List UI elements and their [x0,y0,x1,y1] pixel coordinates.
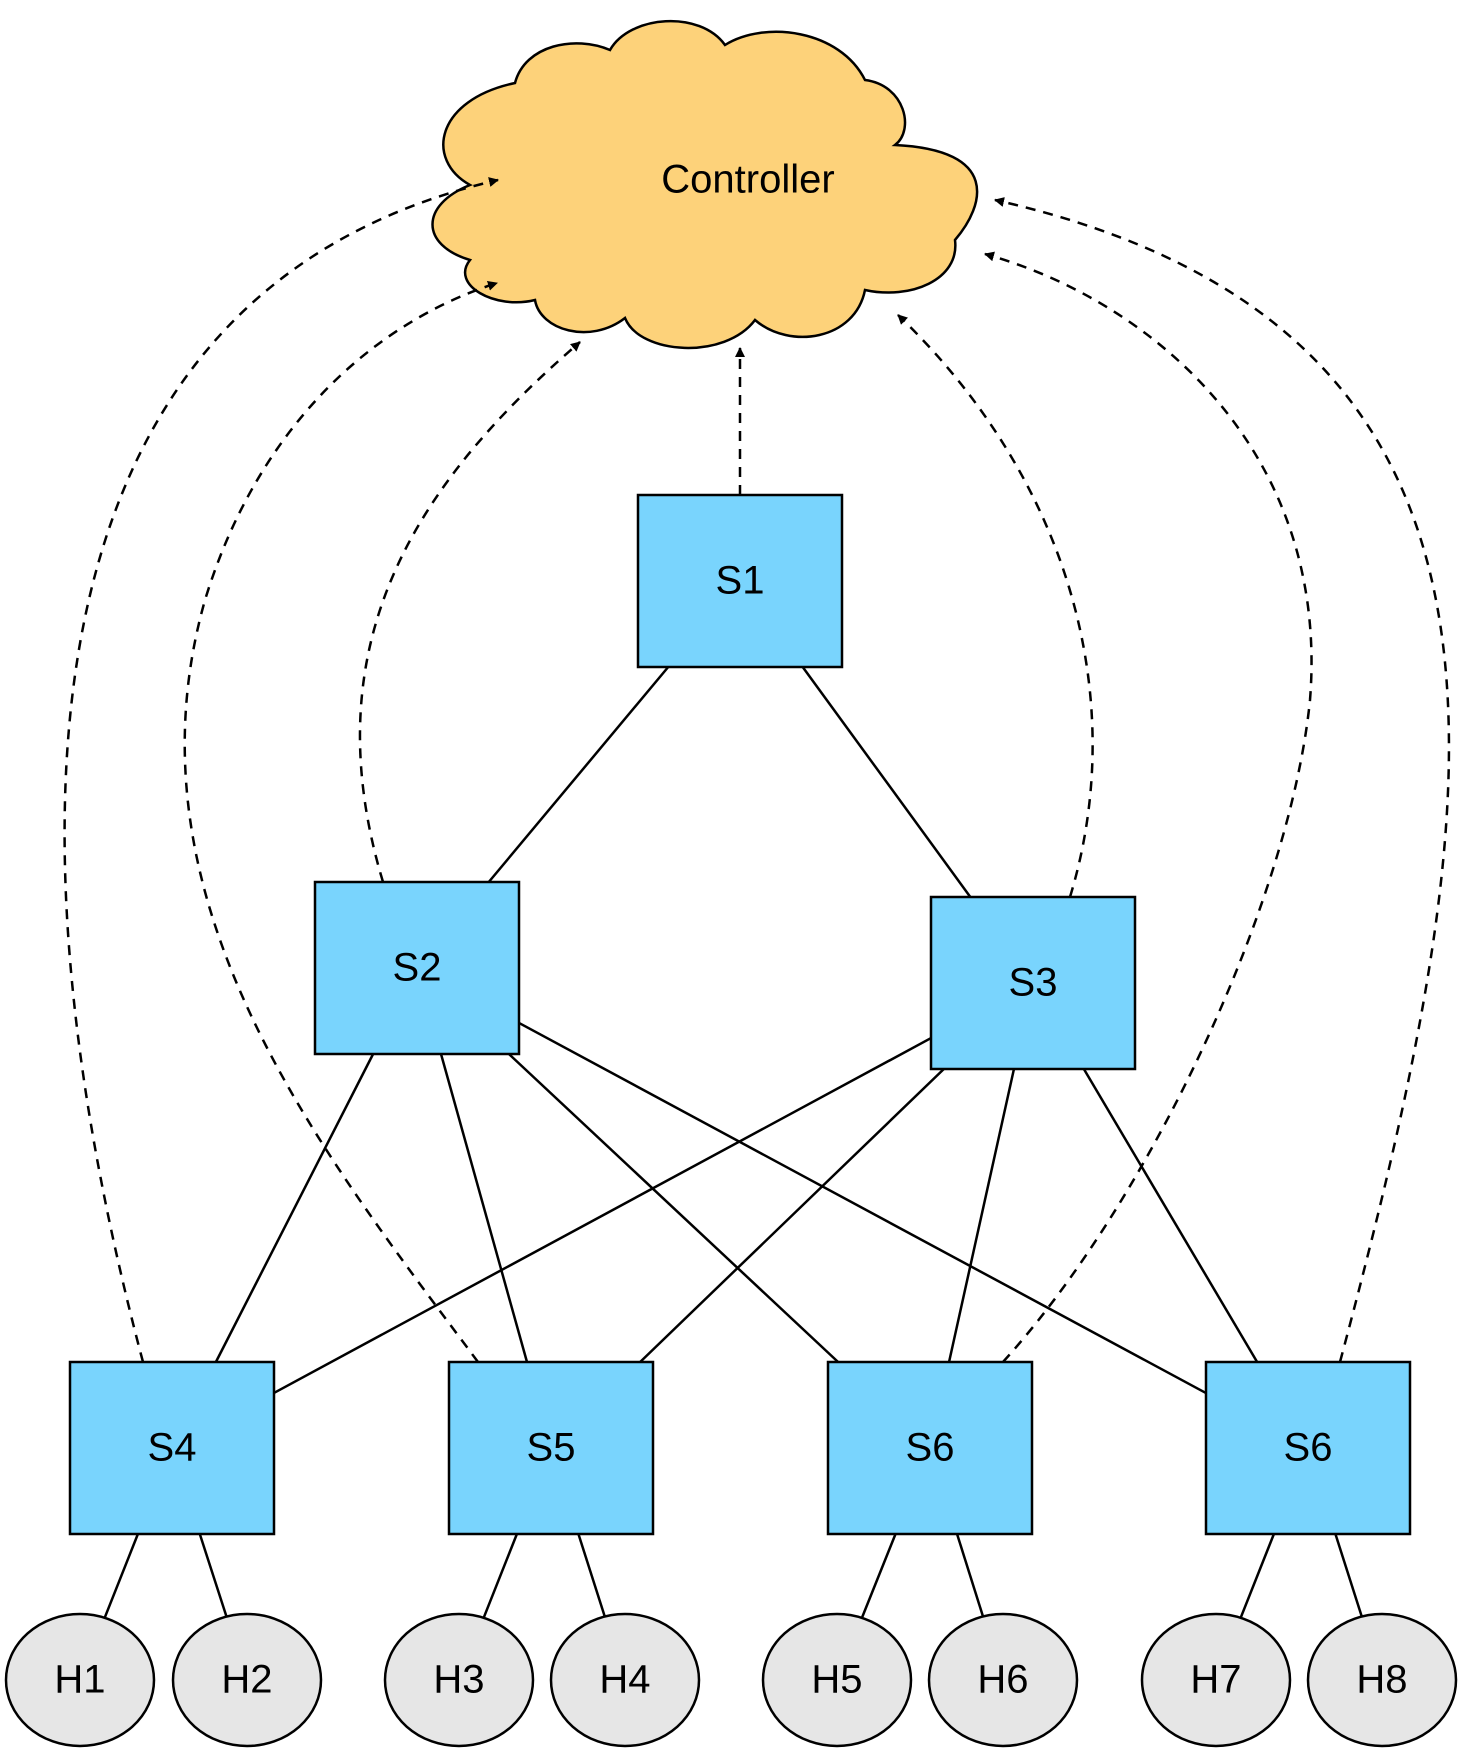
host-label: H4 [599,1658,650,1702]
host-h3: H3 [383,1612,535,1748]
switches: S1 S2 S3 S4 S5 S6 S6 [68,493,1412,1536]
link-s5-h3 [482,1533,519,1619]
host-h8: H8 [1306,1612,1458,1748]
host-label: H1 [54,1658,105,1702]
switch-s2: S2 [313,880,521,1056]
switch-label: S6 [906,1426,955,1470]
link-s4-h2 [198,1533,228,1617]
switch-s3: S3 [929,895,1137,1071]
switch-label: S3 [1009,961,1058,1005]
link-s4-h1 [103,1533,140,1619]
controller-cloud: Controller [431,19,979,350]
link-s2-s4 [214,1053,375,1363]
link-s3-s6b [1082,1068,1259,1363]
switch-s6-right: S6 [1204,1360,1412,1536]
control-links [63,177,1451,1363]
controller-label: Controller [661,158,834,202]
switch-label: S2 [393,946,442,990]
link-s3-s4 [273,1036,932,1395]
control-link-s5 [183,280,498,1363]
host-h7: H7 [1140,1612,1292,1748]
control-link-s2 [358,341,581,883]
link-s3-s5 [639,1068,945,1363]
switch-links [103,666,1363,1619]
host-label: H5 [811,1658,862,1702]
control-link-s3 [897,314,1094,898]
link-s2-s6b [518,1021,1207,1395]
link-s6b-h8 [1334,1533,1363,1617]
host-label: H6 [977,1658,1028,1702]
host-label: H3 [433,1658,484,1702]
host-label: H8 [1356,1658,1407,1702]
host-h5: H5 [761,1612,913,1748]
host-label: H7 [1190,1658,1241,1702]
switch-label: S6 [1284,1426,1333,1470]
control-link-s6b [994,197,1451,1363]
link-s3-s6a [947,1068,1016,1363]
control-link-s6a [984,251,1313,1363]
switch-s6-left: S6 [826,1360,1034,1536]
control-link-s4 [63,177,499,1363]
link-s6a-h5 [860,1533,897,1619]
switch-label: S5 [527,1426,576,1470]
host-label: H2 [221,1658,272,1702]
link-s6a-h6 [955,1533,985,1617]
switch-label: S1 [716,559,765,603]
host-h6: H6 [927,1612,1079,1748]
link-s1-s3 [801,666,972,898]
link-s6b-h7 [1239,1533,1276,1619]
hosts: H1 H2 H3 H4 H5 H6 H7 H8 [4,1612,1458,1748]
link-s2-s5 [439,1053,529,1363]
host-h1: H1 [4,1612,156,1748]
switch-s1: S1 [636,493,844,669]
link-s1-s2 [487,666,670,883]
link-s2-s6a [508,1053,839,1363]
link-s5-h4 [577,1533,606,1617]
controller-cloud-shape [431,19,979,350]
switch-s5: S5 [447,1360,655,1536]
host-h2: H2 [171,1612,323,1748]
switch-s4: S4 [68,1360,276,1536]
host-h4: H4 [549,1612,701,1748]
switch-label: S4 [148,1426,197,1470]
